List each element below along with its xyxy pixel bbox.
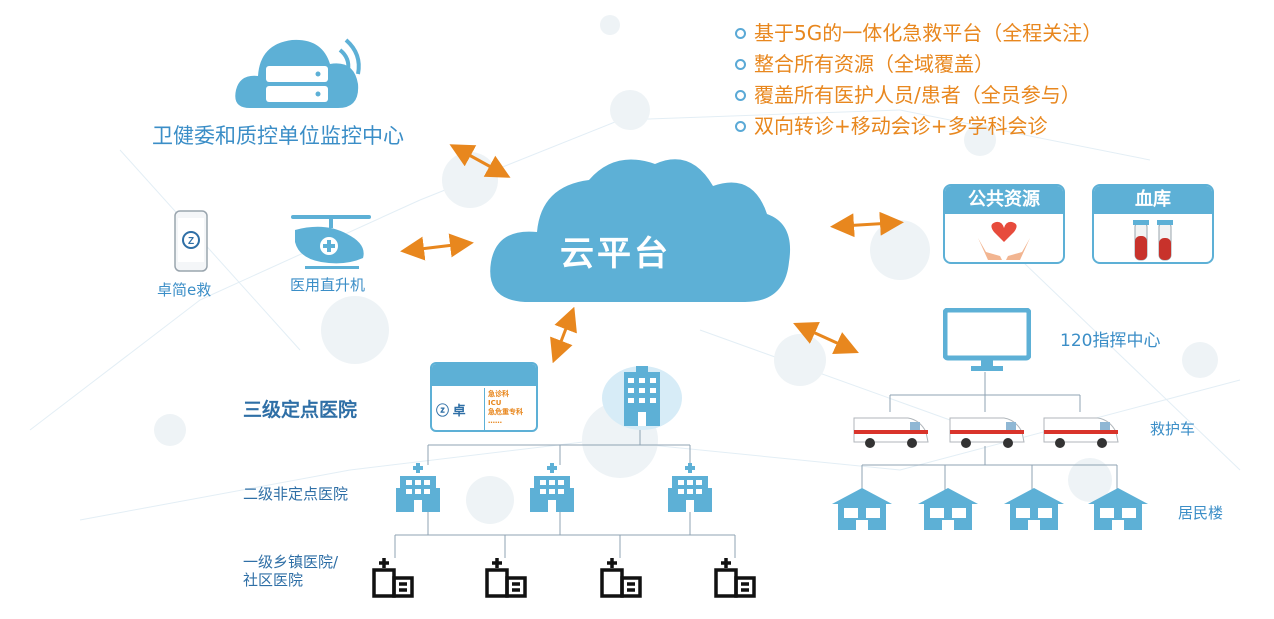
ambulance-icon [1043, 417, 1119, 448]
ambulance-icon [949, 417, 1025, 448]
monitor-center-label: 卫健委和质控单位监控中心 [152, 124, 404, 148]
monitor-screen-icon [943, 308, 1031, 371]
blood-bank-box: 血库 [1092, 184, 1214, 264]
helicopter-label: 医用直升机 [290, 276, 366, 294]
hospital-building-icon [602, 366, 682, 430]
feature-item: 双向转诊+移动会诊+多学科会诊 [735, 111, 1102, 142]
command-center-label: 120指挥中心 [1060, 331, 1161, 351]
clinic-icon [485, 558, 527, 598]
tier1-clinic-group [372, 558, 756, 598]
feature-item: 覆盖所有医护人员/患者（全员参与） [735, 80, 1102, 111]
app-label: 卓简e救 [157, 281, 212, 299]
tier3-hospital-card: ⓩ 卓 急诊科 ICU 急危重专科 …… [430, 362, 538, 432]
circle-bullet-icon [735, 90, 746, 101]
card-header [432, 364, 536, 386]
house-icon [832, 488, 892, 530]
department-list: 急诊科 ICU 急危重专科 …… [488, 390, 523, 425]
residential-group [832, 488, 1148, 530]
hospital-icon [530, 463, 574, 512]
hospital-logo: ⓩ 卓 [436, 403, 466, 418]
public-resources-label: 公共资源 [945, 186, 1063, 214]
ambulance-group [853, 417, 1119, 448]
ambulance-label: 救护车 [1150, 420, 1196, 438]
arrow-command [793, 322, 859, 354]
house-icon [1004, 488, 1064, 530]
tier2-label: 二级非定点医院 [243, 485, 349, 503]
hospital-icon [668, 463, 712, 512]
clinic-icon [600, 558, 642, 598]
arrow-monitor [449, 144, 511, 178]
svg-text:Z: Z [188, 236, 194, 247]
feature-list: 基于5G的一体化急救平台（全程关注） 整合所有资源（全域覆盖） 覆盖所有医护人员… [735, 18, 1102, 142]
ambulance-icon [853, 417, 929, 448]
feature-item: 基于5G的一体化急救平台（全程关注） [735, 18, 1102, 49]
hospital-icon [396, 463, 440, 512]
tier3-label: 三级定点医院 [243, 399, 358, 421]
heart-hands-icon [978, 221, 1030, 260]
phone-app-icon: Z [174, 210, 208, 272]
tier2-hospital-group [396, 463, 712, 512]
clinic-icon [372, 558, 414, 598]
house-icon [918, 488, 978, 530]
arrow-hospital [550, 306, 577, 364]
public-resources-box: 公共资源 [943, 184, 1065, 264]
feature-item: 整合所有资源（全域覆盖） [735, 49, 1102, 80]
clinic-icon [714, 558, 756, 598]
helicopter-icon [291, 215, 371, 269]
house-icon [1088, 488, 1148, 530]
cloud-platform-label: 云平台 [560, 234, 671, 274]
circle-bullet-icon [735, 121, 746, 132]
residential-label: 居民楼 [1178, 504, 1224, 522]
blood-bank-label: 血库 [1094, 186, 1212, 214]
cloud-platform-icon [490, 159, 791, 302]
blood-tube-icon [1133, 220, 1173, 261]
arrow-helicopter [400, 233, 474, 261]
circle-bullet-icon [735, 59, 746, 70]
arrow-resources [830, 211, 904, 238]
circle-bullet-icon [735, 28, 746, 39]
tier1-label: 一级乡镇医院/ 社区医院 [243, 553, 339, 589]
server-cloud-icon [235, 38, 361, 108]
